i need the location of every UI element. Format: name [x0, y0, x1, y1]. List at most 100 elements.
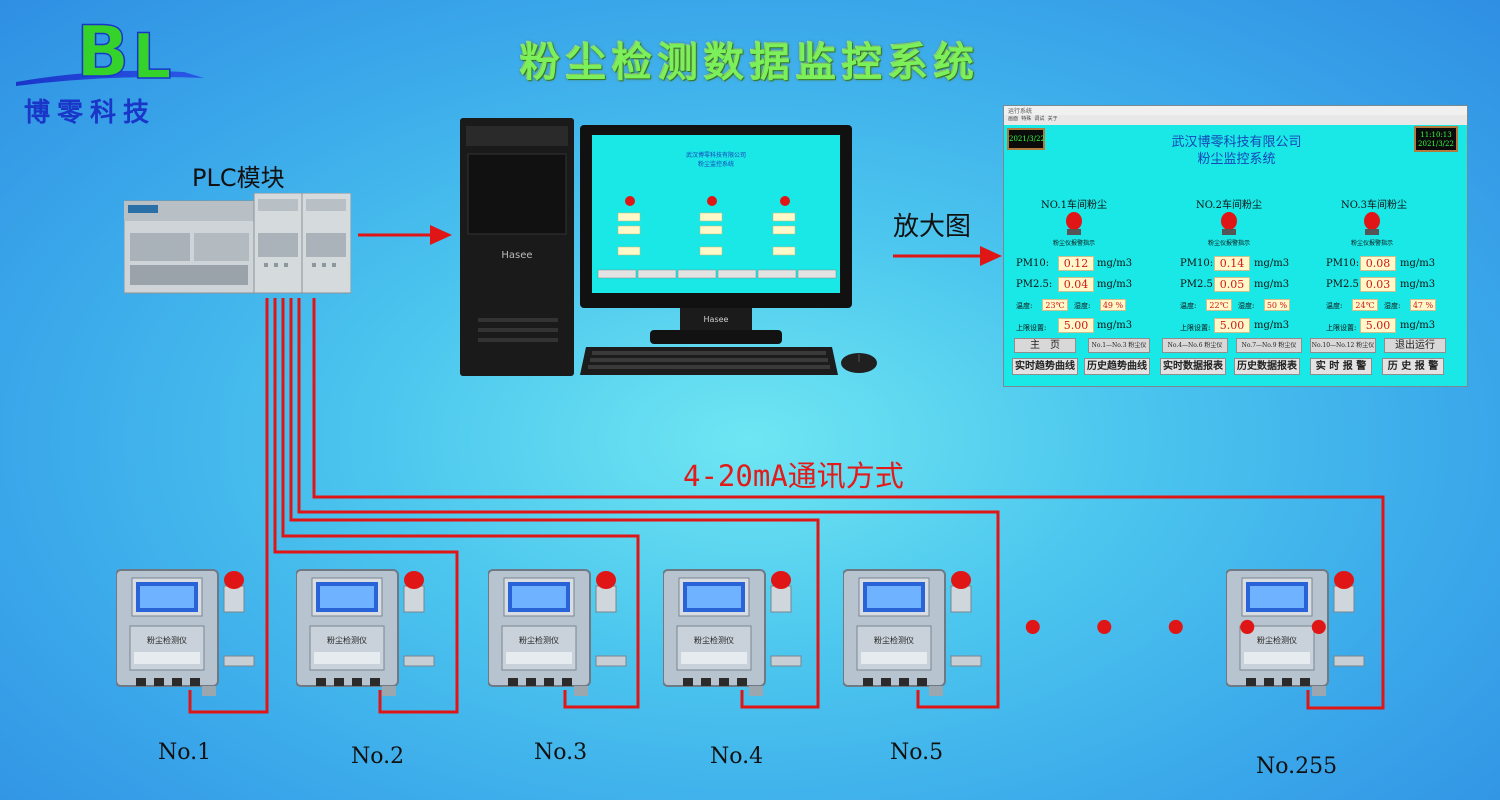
home-button[interactable]: 主 页: [1014, 338, 1076, 353]
svg-text:粉尘监控系统: 粉尘监控系统: [698, 160, 734, 168]
dust-detector: 粉尘检测仪: [295, 568, 446, 698]
pm10-label: PM10:: [1326, 258, 1360, 269]
pm25-label: PM2.5:: [1326, 279, 1363, 290]
system-name: 粉尘监控系统: [1197, 152, 1276, 167]
exit-button[interactable]: 退出运行: [1384, 338, 1446, 353]
keyboard-image: [580, 347, 838, 375]
pm25-label: PM2.5:: [1180, 279, 1217, 290]
ellipsis-dots: • • • • •: [1020, 606, 1348, 652]
time-value: 11:10:13: [1420, 131, 1452, 139]
date-display: 2021/3/22: [1007, 128, 1045, 150]
limit-label: 上限设置:: [1016, 324, 1047, 332]
realtime-alarm-button[interactable]: 实 时 报 警: [1310, 358, 1372, 375]
device-panel-title: 粉尘检测仪: [147, 635, 187, 645]
alarm-lamp-icon: [1066, 212, 1082, 235]
monitor-image: 武汉博零科技有限公司 粉尘监控系统 Hasee: [580, 125, 852, 347]
logo-company-name: 博零科技: [24, 98, 157, 128]
alarm-lamp-icon: [1364, 212, 1380, 235]
nav-button-4-6[interactable]: No.4—No.6 粉尘仪: [1162, 338, 1228, 353]
pm10-label: PM10:: [1016, 258, 1050, 269]
device-label: No.255: [1256, 754, 1338, 779]
temp-value-3: 24℃: [1352, 299, 1378, 311]
group-title-1: NO.1车间粉尘: [1041, 200, 1107, 211]
unit-label: mg/m3: [1254, 258, 1290, 269]
humidity-value-3: 47 %: [1410, 299, 1436, 311]
history-report-button[interactable]: 历史数据报表: [1234, 358, 1300, 375]
plc-module-image: [124, 193, 351, 294]
time-display: 11:10:13 2021/3/22: [1414, 126, 1458, 152]
nav-button-10-12[interactable]: No.10—No.12 粉尘仪: [1310, 338, 1376, 353]
company-logo: B L: [16, 12, 204, 94]
history-trend-button[interactable]: 历史趋势曲线: [1084, 358, 1150, 375]
device-panel-title: 粉尘检测仪: [874, 635, 914, 645]
pm25-value-1: 0.04: [1058, 277, 1094, 292]
alarm-label: 粉尘仪报警指示: [1207, 240, 1250, 247]
comm-method-label: 4-20mA通讯方式: [683, 459, 904, 493]
menu-item[interactable]: 调试: [1034, 116, 1045, 122]
device-label: No.3: [534, 740, 588, 765]
menu-item[interactable]: 画面: [1008, 116, 1019, 122]
svg-text:武汉博零科技有限公司: 武汉博零科技有限公司: [686, 151, 746, 159]
humidity-label: 湿度:: [1238, 302, 1255, 310]
dust-detector: 粉尘检测仪: [842, 568, 993, 698]
unit-label: mg/m3: [1400, 279, 1436, 290]
limit-value-2[interactable]: 5.00: [1214, 318, 1250, 333]
alarm-label: 粉尘仪报警指示: [1350, 240, 1393, 247]
device-label: No.5: [890, 740, 944, 765]
temp-value-1: 23℃: [1042, 299, 1068, 311]
menu-item[interactable]: 关于: [1047, 116, 1058, 122]
unit-label: mg/m3: [1400, 258, 1436, 269]
pc-tower-image: Hasee: [460, 118, 574, 376]
company-name: 武汉博零科技有限公司: [1171, 135, 1302, 150]
zoom-label: 放大图: [893, 212, 972, 242]
svg-text:B: B: [76, 12, 129, 93]
company-header: 武汉博零科技有限公司 粉尘监控系统: [1004, 134, 1467, 168]
unit-label: mg/m3: [1254, 279, 1290, 290]
alarm-label: 粉尘仪报警指示: [1052, 240, 1095, 247]
device-label: No.1: [158, 740, 212, 765]
limit-label: 上限设置:: [1326, 324, 1357, 332]
temp-label: 温度:: [1016, 302, 1033, 310]
group-title-2: NO.2车间粉尘: [1196, 200, 1262, 211]
time-date-value: 2021/3/22: [1418, 140, 1454, 148]
humidity-label: 湿度:: [1384, 302, 1401, 310]
plc-label: PLC模块: [192, 164, 285, 192]
window-title-bar: 运行系统: [1004, 106, 1467, 115]
history-alarm-button[interactable]: 历 史 报 警: [1382, 358, 1444, 375]
dust-detector: 粉尘检测仪: [487, 568, 638, 698]
svg-text:Hasee: Hasee: [501, 250, 532, 261]
unit-label: mg/m3: [1254, 320, 1290, 331]
pm25-value-3: 0.03: [1360, 277, 1396, 292]
realtime-trend-button[interactable]: 实时趋势曲线: [1012, 358, 1078, 375]
nav-button-1-3[interactable]: No.1—No.3 粉尘仪: [1088, 338, 1150, 353]
humidity-value-2: 50 %: [1264, 299, 1290, 311]
device-panel-title: 粉尘检测仪: [694, 635, 734, 645]
realtime-report-button[interactable]: 实时数据报表: [1160, 358, 1226, 375]
device-panel-title: 粉尘检测仪: [519, 635, 559, 645]
humidity-value-1: 49 %: [1100, 299, 1126, 311]
unit-label: mg/m3: [1097, 279, 1133, 290]
device-label: No.2: [351, 744, 405, 769]
monitor-brand: Hasee: [704, 315, 729, 324]
unit-label: mg/m3: [1097, 320, 1133, 331]
pm25-label: PM2.5:: [1016, 279, 1053, 290]
limit-value-1[interactable]: 5.00: [1058, 318, 1094, 333]
unit-label: mg/m3: [1097, 258, 1133, 269]
pm10-value-2: 0.14: [1214, 256, 1250, 271]
device-label: No.4: [710, 744, 764, 769]
temp-label: 温度:: [1326, 302, 1343, 310]
menu-bar: 画面 特殊 调试 关于: [1004, 115, 1467, 125]
svg-text:L: L: [132, 20, 172, 93]
menu-item[interactable]: 特殊: [1021, 116, 1032, 122]
limit-value-3[interactable]: 5.00: [1360, 318, 1396, 333]
device-panel-title: 粉尘检测仪: [1257, 635, 1297, 645]
pm10-value-1: 0.12: [1058, 256, 1094, 271]
group-title-3: NO.3车间粉尘: [1341, 200, 1407, 211]
humidity-label: 湿度:: [1074, 302, 1091, 310]
limit-label: 上限设置:: [1180, 324, 1211, 332]
pm25-value-2: 0.05: [1214, 277, 1250, 292]
nav-button-7-9[interactable]: No.7—No.9 粉尘仪: [1236, 338, 1302, 353]
mouse-image: [841, 353, 877, 373]
pm10-label: PM10:: [1180, 258, 1214, 269]
